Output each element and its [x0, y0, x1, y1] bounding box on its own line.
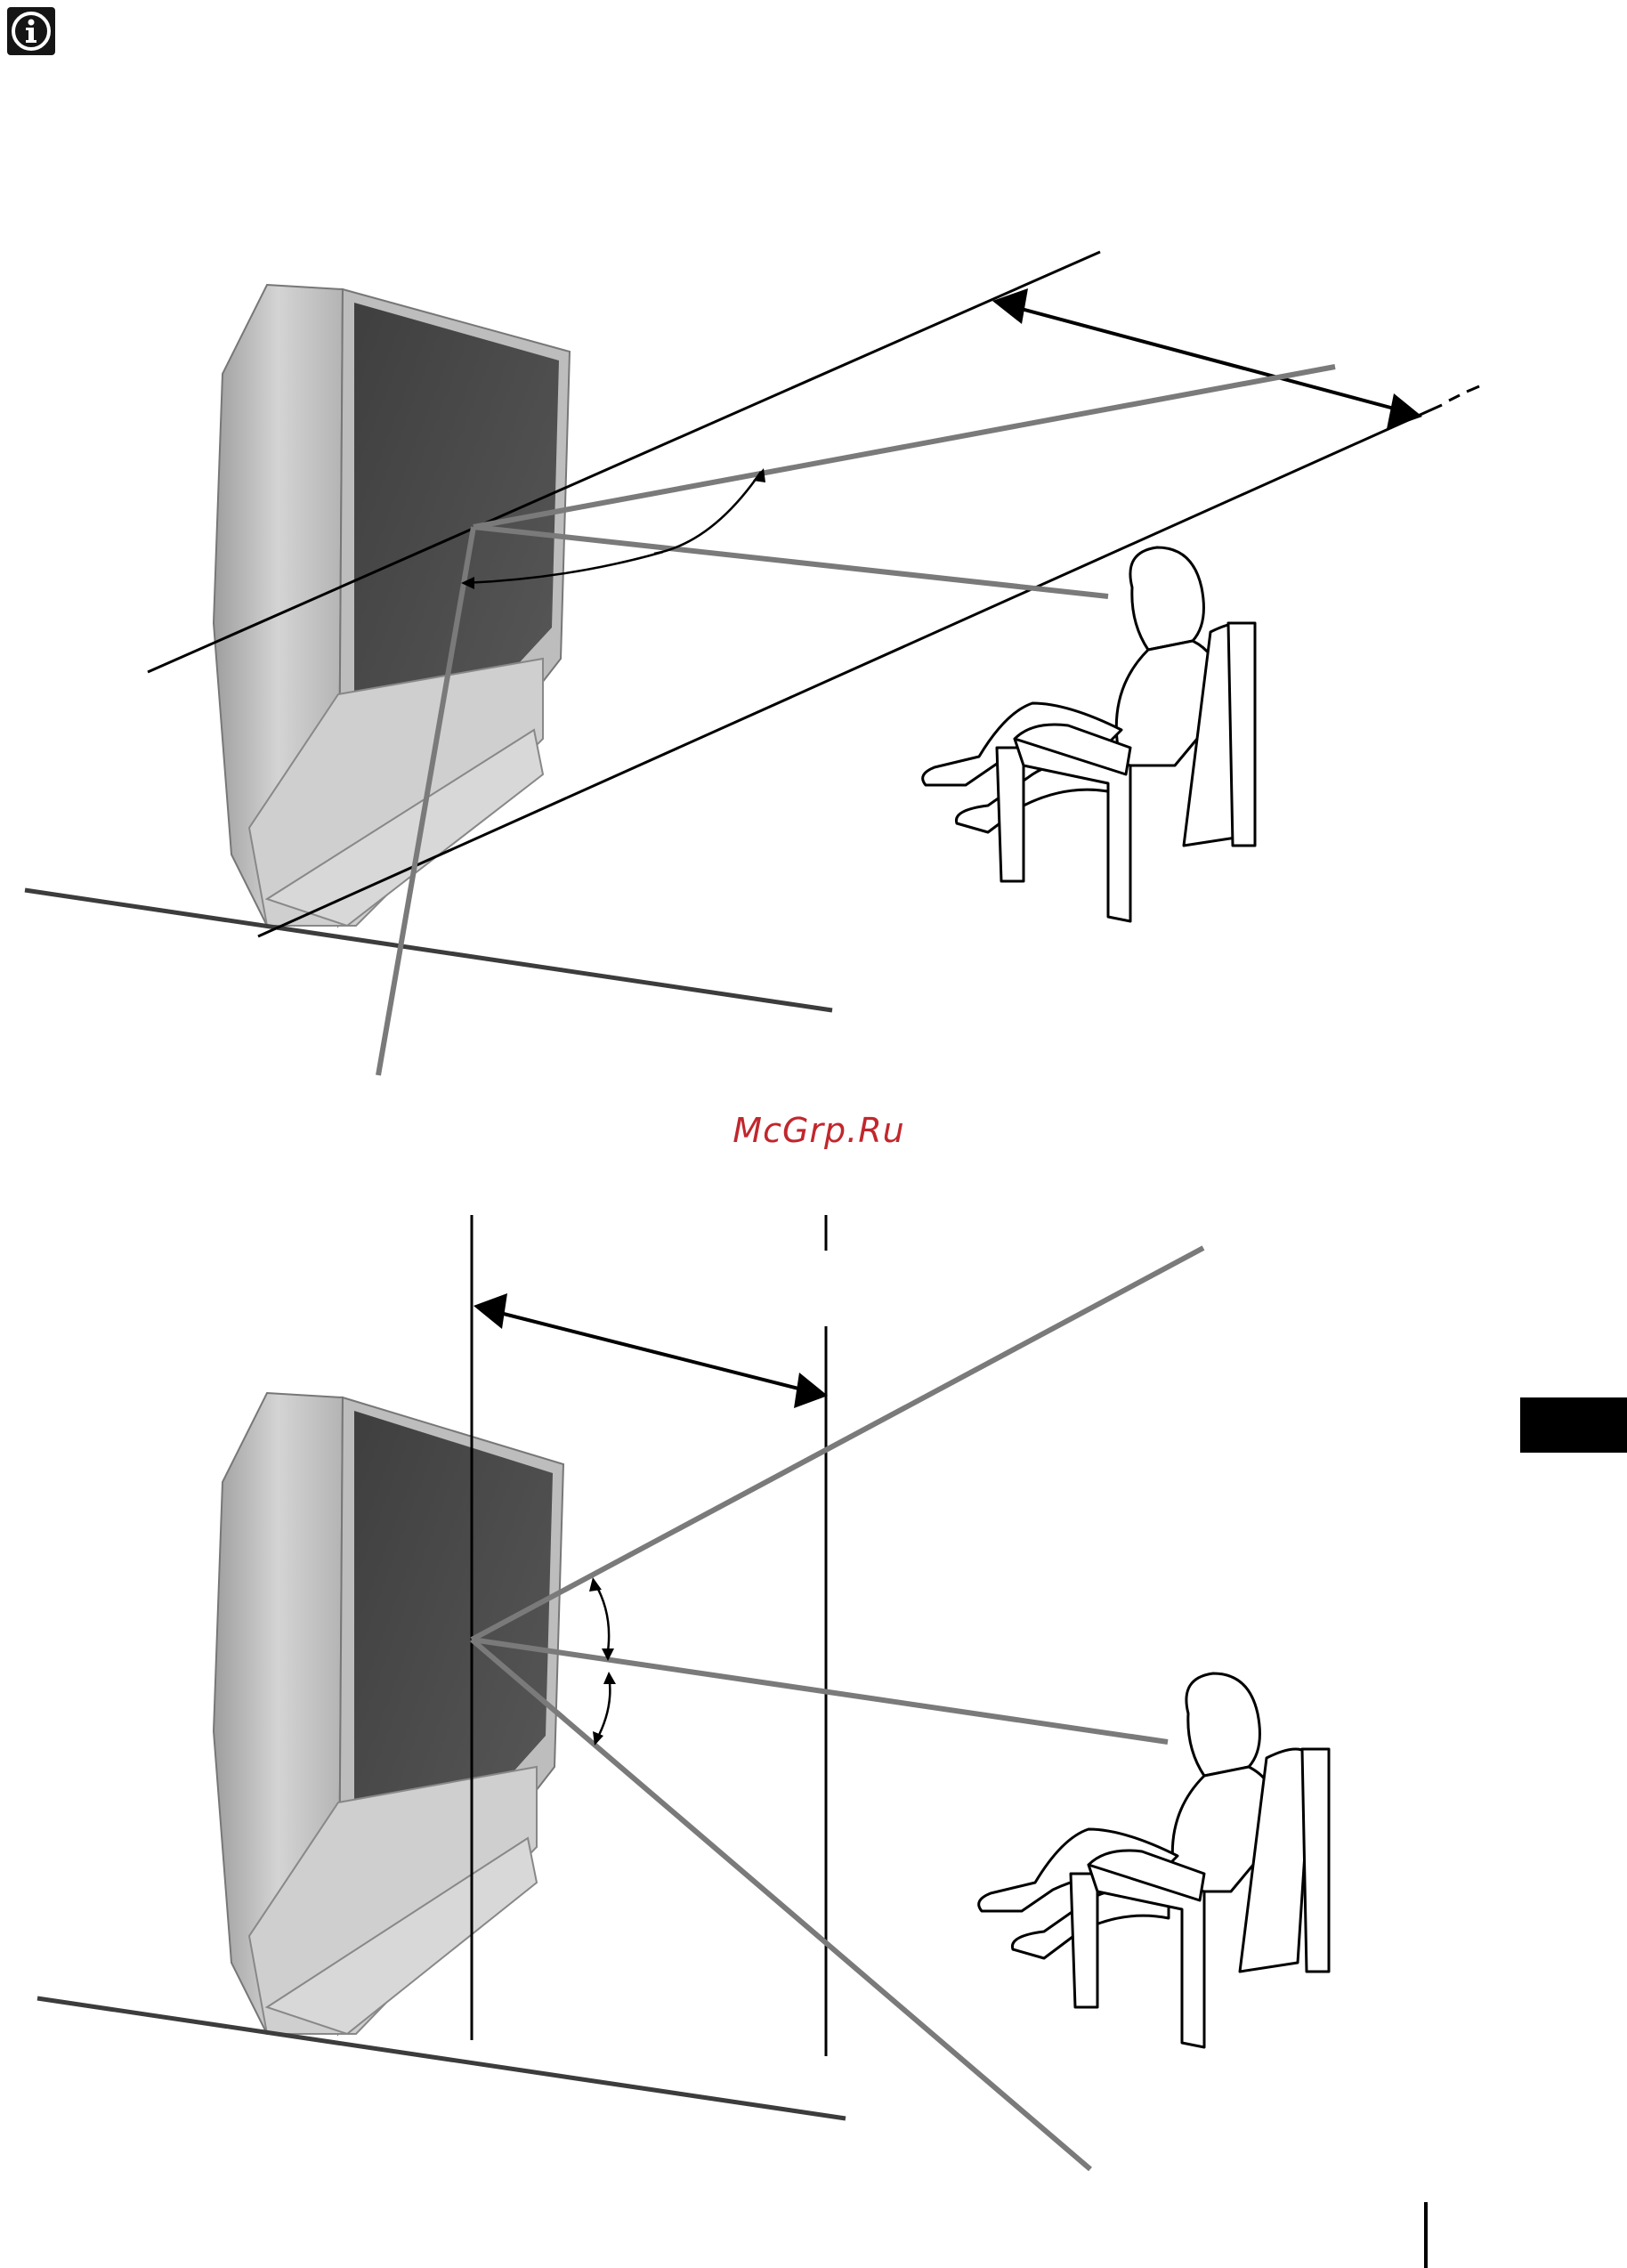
tv-set-2: [214, 1393, 563, 2034]
angle-arc-lower-head-2: [593, 1731, 603, 1746]
seated-viewer: [923, 547, 1255, 921]
watermark-text: McGrp.Ru: [659, 1111, 979, 1150]
distance-arrowhead-right: [1387, 393, 1422, 429]
viewer-sightline: [474, 527, 1108, 596]
floor-line-2: [37, 1998, 846, 2118]
angle-arc-upper-head-2: [589, 1577, 602, 1592]
distance-arrowhead-left-2: [474, 1293, 507, 1329]
distance-arrow-2: [497, 1312, 805, 1390]
page-edge-mark: [1424, 2202, 1428, 2268]
upper-sightline: [474, 367, 1335, 527]
distance-arrowhead-left: [992, 288, 1028, 324]
angle-arc-mid2-head-2: [603, 1672, 616, 1684]
distance-arrowhead-right-2: [794, 1373, 828, 1408]
lower-plane-dash-1: [1449, 395, 1460, 401]
angle-arc-lower-2: [596, 1675, 610, 1740]
side-view-figure: [25, 252, 1479, 1075]
lower-plane-dash-2: [1467, 386, 1479, 392]
angle-arc-upper-2: [595, 1583, 609, 1657]
floor-line: [25, 890, 832, 1010]
seated-viewer-2: [979, 1673, 1329, 2047]
distance-arrow: [1015, 307, 1397, 409]
tv-set: [214, 285, 570, 926]
upper-sightline-2: [472, 1248, 1203, 1640]
section-tab: [1520, 1397, 1627, 1453]
top-view-figure: [37, 1215, 1329, 2169]
